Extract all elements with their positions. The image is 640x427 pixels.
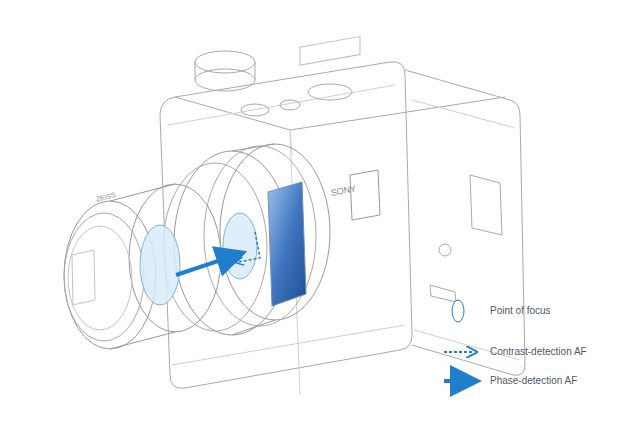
- camera-body: [64, 37, 525, 395]
- legend-solid-sample: [444, 379, 470, 383]
- legend-text: Point of focus: [490, 305, 551, 316]
- image-sensor: [268, 182, 306, 306]
- phase-detection-arrow: [176, 255, 236, 275]
- legend-focus-sample: [452, 300, 464, 322]
- contrast-detection-arrow: [238, 232, 260, 262]
- body-brand: SONY: [330, 184, 357, 198]
- focus-point: [140, 225, 180, 305]
- legend-text: Contrast-detection AF: [490, 346, 587, 357]
- legend-text: Phase-detection AF: [490, 375, 577, 386]
- legend-dashed-sample: [444, 351, 474, 353]
- focus-point: [223, 213, 257, 279]
